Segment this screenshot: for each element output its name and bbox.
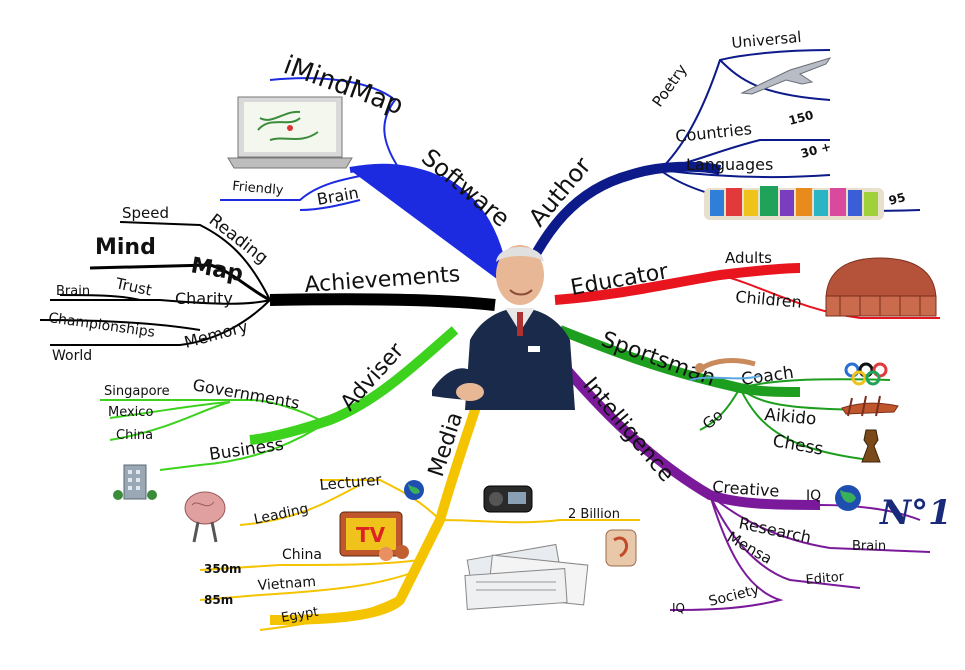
achievements-map-label: Map [189,253,245,287]
achievements-speed-label: Speed [122,204,169,222]
author-countries-label: Countries [674,119,752,146]
achievements-brain-label: Brain [56,284,90,299]
achievements-label: Achievements [304,262,461,298]
branch-adviser: Adviser Governments Singapore Mexico Chi… [100,326,459,500]
media-billion-label: 2 Billion [568,507,620,522]
brain-character-image [184,491,226,543]
media-lecturer-label: Lecturer [319,471,383,494]
intelligence-editor-label: Editor [805,570,845,588]
radio-image [483,485,533,513]
intelligence-number-one-label: N°1 [879,493,952,533]
sportsman-chess-label: Chess [771,431,825,460]
ear-image [605,529,637,567]
author-languages-label: Languages [686,155,773,174]
intelligence-creative-label: Creative [712,477,780,501]
adviser-governments-label: Governments [191,375,301,412]
central-person-image [432,245,575,410]
intelligence-iq-label: IQ [806,488,821,504]
media-vietnam-label: Vietnam [257,574,316,594]
newspapers-image [464,543,589,610]
media-china-label: China [282,547,322,563]
software-friendly-label: Friendly [232,179,285,198]
sportsman-label: Sportsman [598,327,719,391]
intelligence-label: Intelligence [577,373,678,487]
media-egypt-label: Egypt [280,605,320,626]
branch-educator: Educator Adults Children [554,249,940,319]
media-leading-label: Leading [253,501,310,528]
building-image [113,464,157,500]
adviser-singapore-label: Singapore [104,384,170,399]
author-universal-label: Universal [731,28,802,52]
media-vietnam-count: 85m [204,593,233,607]
swimmer-image [689,358,761,381]
adviser-mexico-label: Mexico [108,405,153,420]
rowing-boat-image [841,395,899,417]
intelligence-brain-label: Brain [852,539,886,554]
achievements-world-label: World [52,348,92,364]
globe-icon [835,485,861,511]
tv-family-image: TV [339,511,409,561]
branch-achievements: Achievements Reading Speed Map Mind Char… [39,204,496,364]
books-image [704,186,884,220]
intelligence-iq2-label: IQ [672,601,685,615]
educator-children-label: Children [735,287,803,312]
achievements-charity-label: Charity [175,289,233,308]
author-countries-count: 150 [787,108,815,128]
concert-hall-image [825,257,937,317]
educator-adults-label: Adults [725,249,772,267]
globe-icon [404,480,424,500]
author-books-count: 95 [887,190,907,208]
achievements-championships-label: Championships [47,310,156,341]
achievements-mind-label: Mind [95,235,156,260]
tv-text: TV [356,523,386,547]
olympic-rings-image [844,362,888,386]
author-languages-count: 30 + [799,139,833,161]
concorde-image [740,57,832,95]
achievements-memory-label: Memory [182,317,250,352]
laptop-image [227,96,353,169]
achievements-trust-label: Trust [113,274,153,299]
sportsman-coach-label: Coach [740,363,795,390]
branch-author: Author Poetry Universal Countries 150 La… [515,28,921,288]
adviser-china-label: China [116,428,153,443]
media-china-count: 350m [204,562,242,576]
branch-media: Media Lecturer Leading China 350m Vietna… [184,343,640,631]
chess-piece-image [861,429,881,463]
adviser-business-label: Business [208,435,285,465]
author-poetry-label: Poetry [649,61,691,111]
sportsman-aikido-label: Aikido [764,405,818,429]
